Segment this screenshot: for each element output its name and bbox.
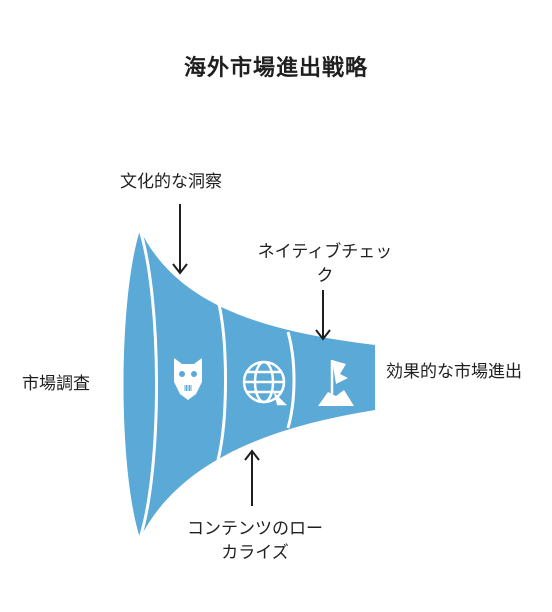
callout-effective-market-entry: 効果的な市場進出	[386, 362, 522, 382]
funnel-body	[123, 230, 375, 538]
globe-icon	[242, 360, 288, 406]
stage-divider-1	[216, 299, 227, 461]
arrow-up-bottom	[244, 449, 260, 506]
callout-market-research: 市場調査	[22, 374, 90, 394]
callout-cultural-insight: 文化的な洞察	[120, 172, 222, 192]
cat-mask-icon	[174, 358, 202, 400]
callout-content-localization: コンテンツのローカライズ	[187, 519, 323, 563]
arrow-down-top	[172, 204, 188, 275]
callout-native-check: ネイティブチェック	[257, 242, 393, 286]
funnel-mouth-edge	[138, 229, 158, 539]
stage-divider-2	[286, 331, 296, 429]
arrow-down-right	[315, 290, 331, 341]
flag-on-mountain-icon	[318, 360, 354, 406]
diagram-title: 海外市場進出戦略	[183, 56, 368, 81]
